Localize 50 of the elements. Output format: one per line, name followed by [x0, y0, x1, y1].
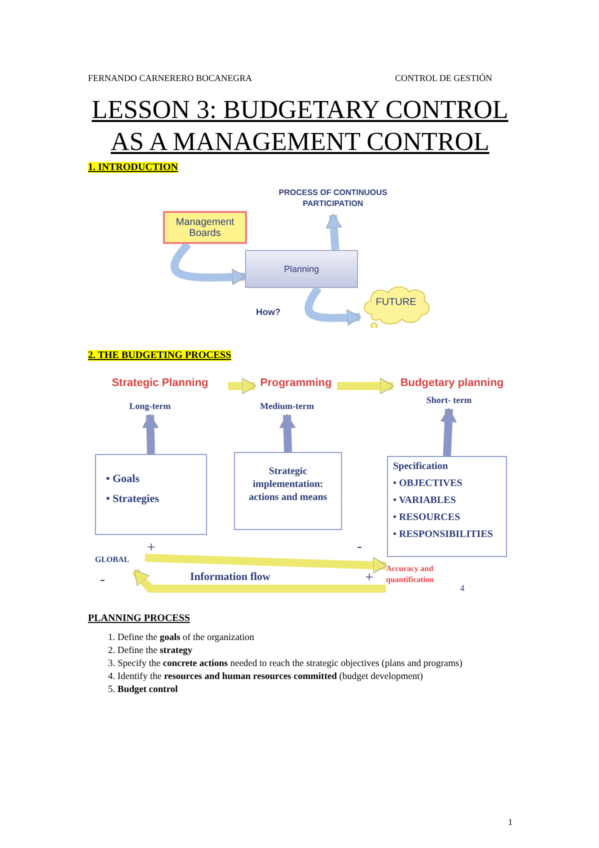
board-box: Management Boards: [163, 211, 247, 244]
plus-sign: +: [365, 570, 374, 587]
content-box: Strategic implementation: actions and means: [234, 452, 342, 530]
bullet-item: • VARIABLES: [393, 495, 457, 506]
section-heading: PLANNING PROCESS: [88, 613, 190, 624]
page-number: 4: [460, 583, 464, 593]
list-item: 4. Identify the resources and human resources committed (budget development): [108, 672, 423, 682]
block-arrow: [132, 568, 386, 593]
block-arrow: [279, 414, 296, 452]
block-arrow: [440, 408, 457, 456]
bullet-item: • OBJECTIVES: [393, 478, 464, 489]
note-text: Accuracy and quantification: [386, 563, 458, 590]
box-heading: Specification: [393, 461, 449, 472]
stage-heading: Strategic Planning: [92, 377, 228, 395]
page-number: 1: [508, 817, 512, 827]
plus-sign: +: [147, 540, 156, 557]
list-item: 3. Specify the concrete actions needed to reach the strategic objectives (plans and programs): [108, 659, 462, 669]
term-label: Medium-term: [243, 401, 331, 415]
block-arrow: [142, 414, 159, 454]
participation-text: PROCESS OF CONTINUOUS PARTICIPATION: [268, 187, 398, 215]
list-item: 5. Budget control: [108, 685, 178, 695]
block-arrow: [228, 378, 256, 394]
bullet-item: • Goals: [106, 473, 140, 485]
cloud-label: FUTURE: [374, 297, 418, 308]
question-text: How?: [256, 307, 280, 317]
minus-sign: -: [357, 539, 362, 556]
block-arrow: [337, 378, 394, 394]
list-item: 2. Define the strategy: [108, 646, 192, 656]
header-text: FERNANDO CARNERERO BOCANEGRA: [88, 73, 252, 83]
section-heading: 2. THE BUDGETING PROCESS: [88, 350, 232, 361]
block-arrow: [144, 554, 388, 574]
minus-sign: -: [100, 572, 105, 589]
content-box: [95, 454, 207, 535]
header-text: CONTROL DE GESTIÓN: [395, 73, 492, 83]
term-label: Short- term: [410, 395, 488, 409]
edge-label: Information flow: [190, 571, 270, 583]
list-item: 1. Define the goals of the organization: [108, 633, 254, 643]
scope-label: GLOBAL: [95, 555, 145, 569]
bullet-item: • RESPONSIBILITIES: [393, 529, 494, 540]
page-title: LESSON 3: BUDGETARY CONTROL AS A MANAGEMENT CONTROL: [90, 94, 510, 158]
section-heading: 1. INTRODUCTION: [88, 162, 178, 173]
stage-heading: Budgetary planning: [393, 377, 511, 395]
stage-heading: Programming: [255, 377, 337, 395]
block-arrow: [304, 286, 362, 326]
process-box: Planning: [245, 250, 358, 288]
bullet-item: • RESOURCES: [393, 512, 462, 523]
term-label: Long-term: [115, 401, 185, 415]
bullet-item: • Strategies: [106, 493, 160, 505]
block-arrow: [326, 214, 342, 250]
content-box: [387, 456, 507, 557]
